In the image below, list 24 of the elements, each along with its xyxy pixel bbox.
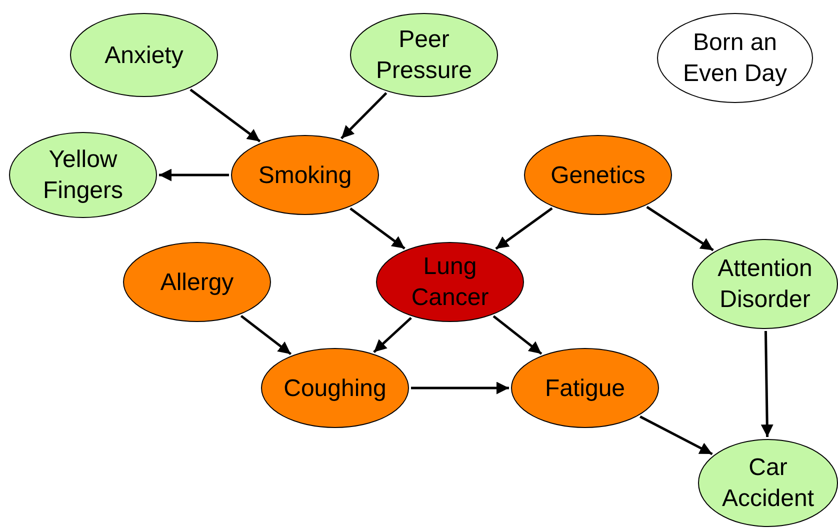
node-label: Yellow Fingers	[42, 145, 124, 206]
arrow	[411, 382, 509, 394]
arrow	[760, 330, 774, 438]
node-label: Peer Pressure	[374, 25, 474, 86]
node-label: Anxiety	[104, 40, 184, 70]
arrow	[373, 316, 412, 354]
node-label: Allergy	[159, 268, 235, 298]
arrow	[190, 88, 261, 142]
node-label: Born an Even Day	[682, 28, 788, 89]
node-label: Lung Cancer	[410, 252, 490, 313]
arrow	[492, 315, 542, 355]
arrow	[640, 416, 713, 456]
node-label: Smoking	[257, 160, 353, 190]
node-label: Genetics	[550, 160, 646, 190]
arrow	[159, 168, 229, 182]
node-label: Car Accident	[720, 453, 816, 514]
arrow	[240, 314, 292, 356]
node-label: Fatigue	[544, 374, 626, 404]
arrow	[340, 92, 388, 140]
node-label: Coughing	[282, 374, 388, 404]
arrow	[495, 207, 553, 250]
arrow	[646, 206, 714, 252]
arrow	[350, 207, 406, 250]
node-label: Attention Disorder	[716, 254, 814, 315]
